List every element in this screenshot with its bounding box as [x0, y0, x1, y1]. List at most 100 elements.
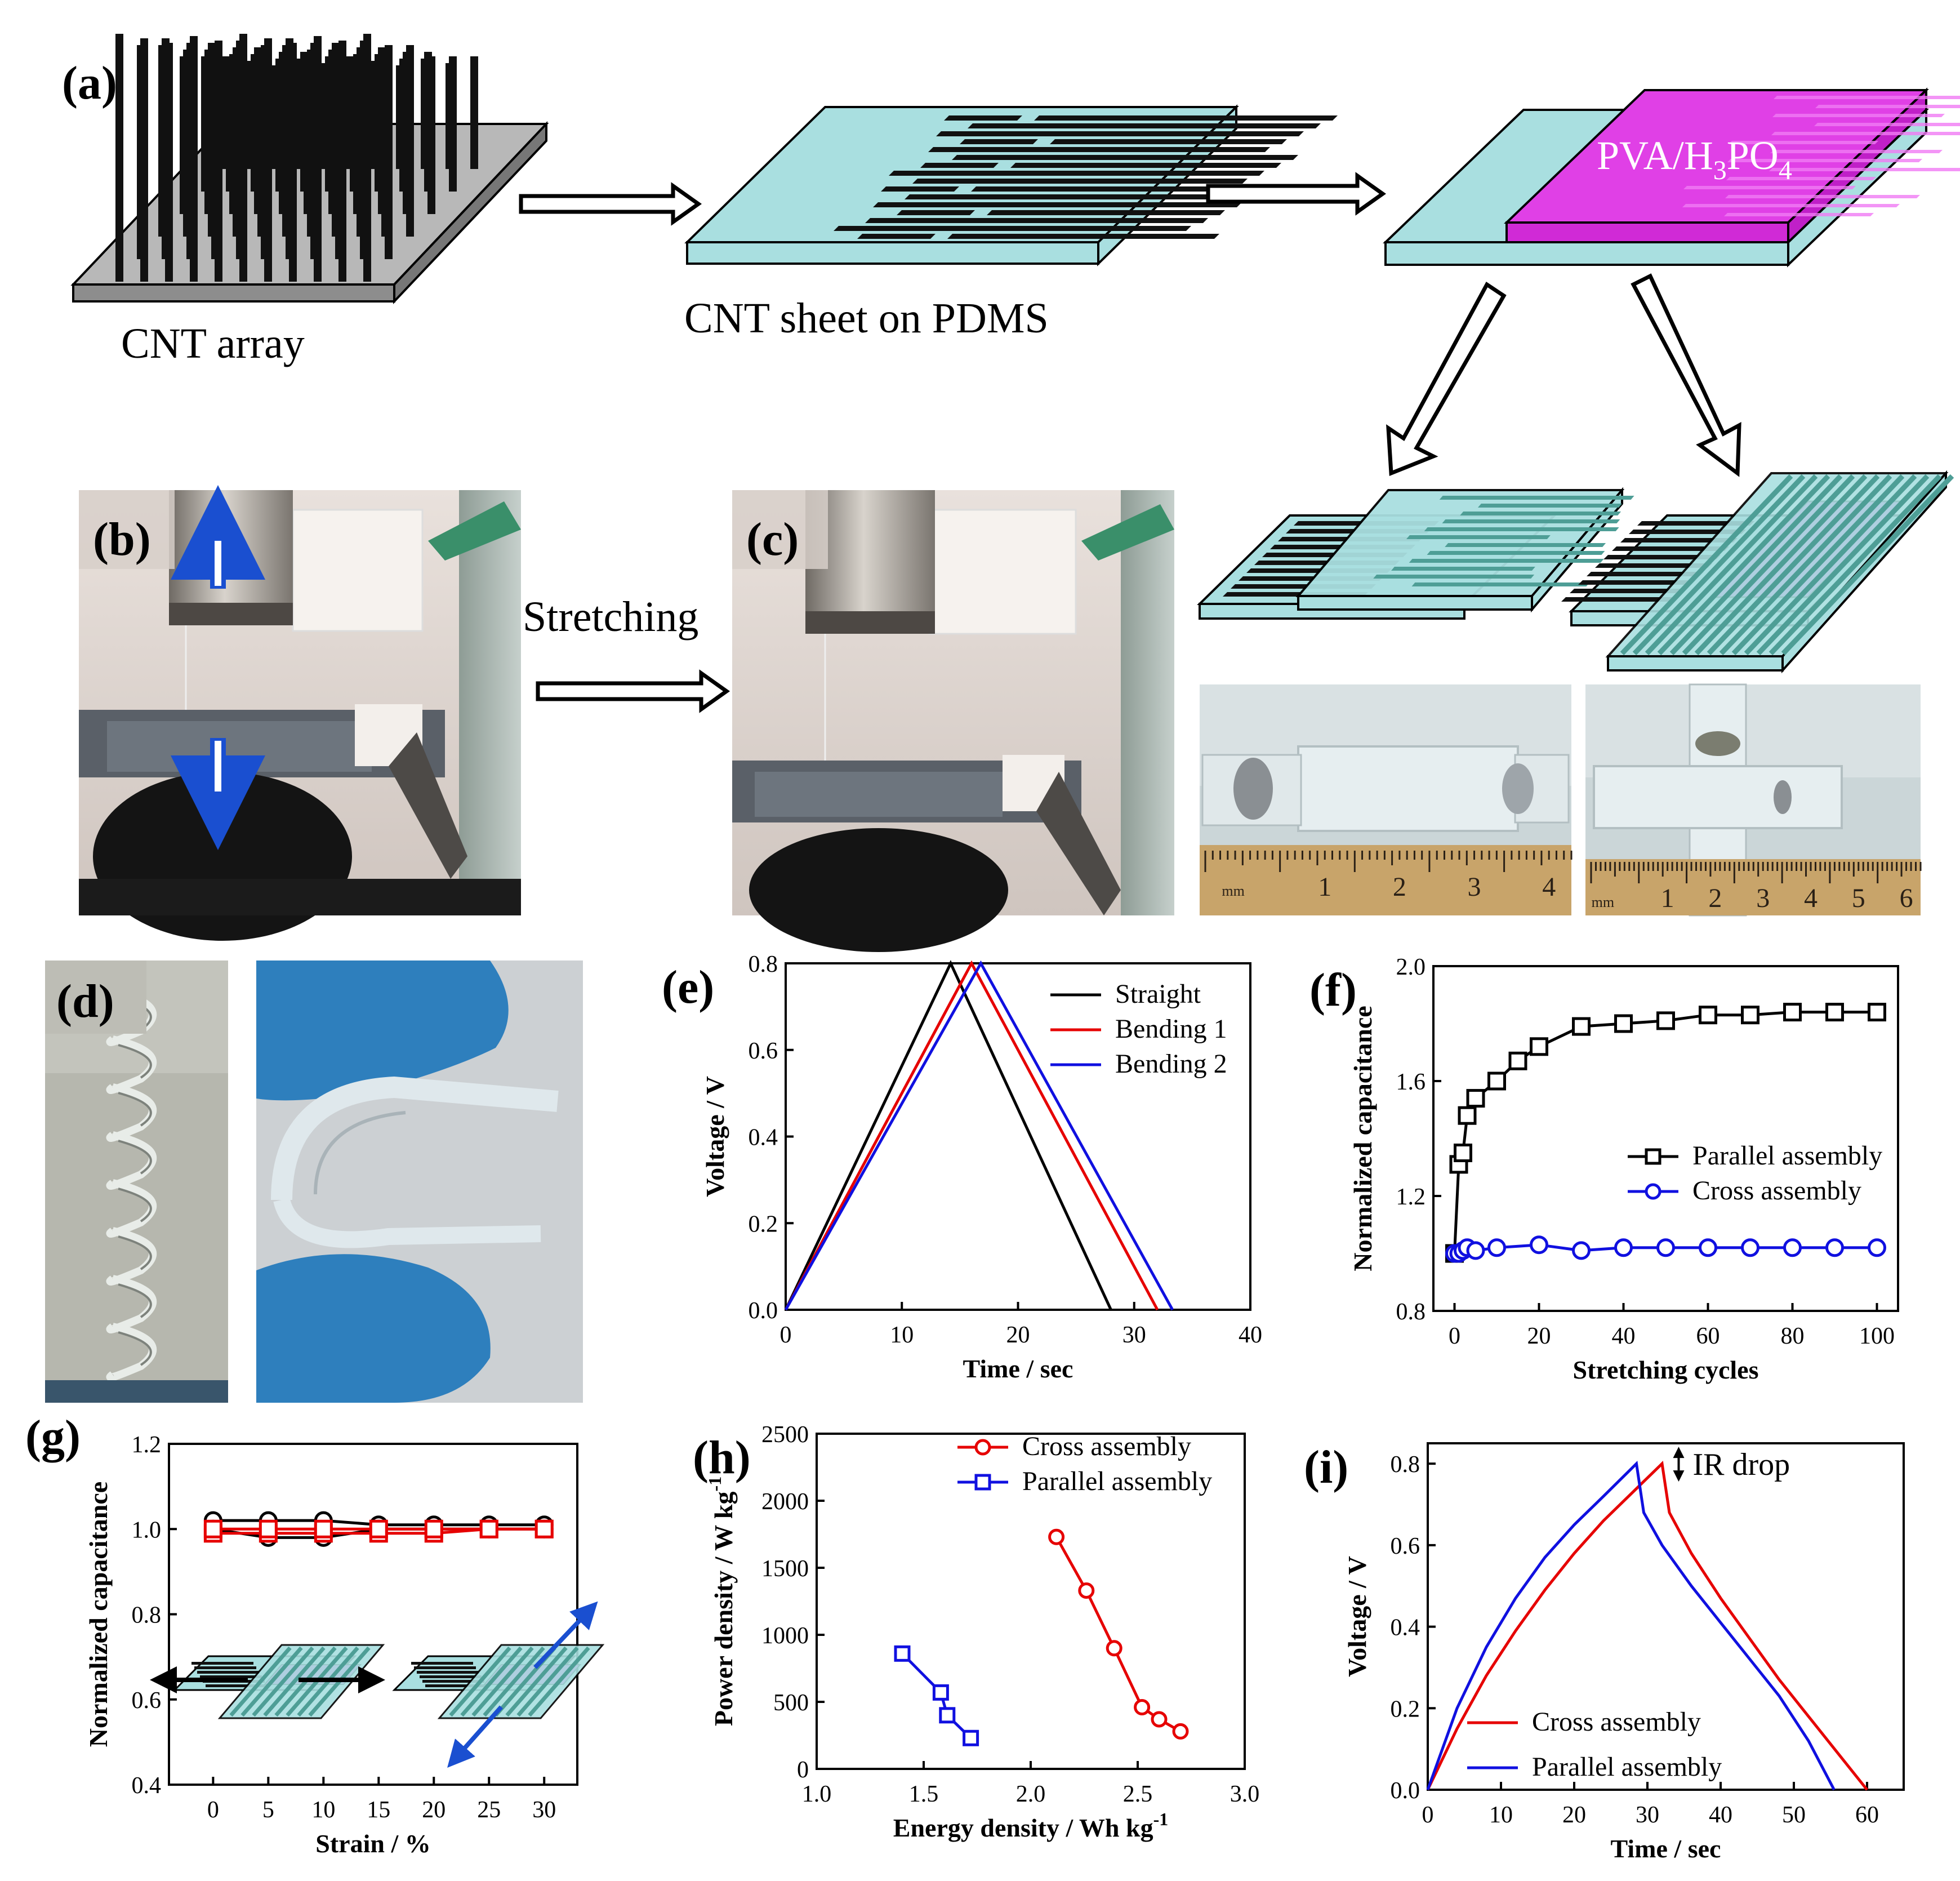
parallel-assembly-device	[1197, 487, 1634, 620]
y-tick-label: 1.2	[1396, 1184, 1426, 1210]
x-tick-label: 100	[1859, 1323, 1895, 1349]
chart-panel-label: (g)	[25, 1411, 81, 1463]
x-tick-label: 20	[1527, 1323, 1551, 1349]
panel-a-label: (a)	[62, 57, 117, 109]
x-tick-label: 1.0	[802, 1781, 832, 1807]
x-tick-label: 20	[1006, 1322, 1030, 1348]
y-axis-label: Voltage / V	[1343, 1556, 1371, 1677]
data-point	[314, 1519, 333, 1538]
process-arrow-2	[1206, 172, 1387, 216]
legend-label: Cross assembly	[1532, 1707, 1701, 1737]
y-tick-label: 0.2	[1391, 1696, 1420, 1722]
data-point	[1454, 1144, 1472, 1162]
data-point	[1048, 1528, 1065, 1545]
data-point	[1825, 1238, 1844, 1257]
data-point	[894, 1645, 911, 1662]
chart-panel-label: (i)	[1304, 1441, 1348, 1493]
series-line	[1055, 1536, 1182, 1733]
legend-label: Parallel assembly	[1022, 1466, 1212, 1496]
ruler-label: 4	[1542, 872, 1556, 902]
chart-g-inset-devices	[150, 1601, 605, 1768]
y-tick-label: 0.2	[749, 1211, 778, 1237]
data-point	[1530, 1037, 1548, 1056]
process-arrow-down-right	[1631, 273, 1741, 477]
y-tick-label: 0.8	[749, 951, 778, 977]
process-arrow-down-left	[1386, 281, 1507, 477]
data-point	[1656, 1011, 1675, 1030]
data-point	[1868, 1238, 1886, 1257]
panel-b-photo: (b)	[79, 485, 521, 941]
y-tick-label: 0.4	[1391, 1615, 1420, 1641]
x-tick-label: 10	[311, 1797, 335, 1823]
data-point	[259, 1519, 278, 1538]
ir-drop-arrow-down-icon	[1673, 1470, 1685, 1482]
x-axis-label: Time / sec	[1611, 1834, 1721, 1863]
y-axis-label: Power density / W kg-1	[705, 1477, 738, 1726]
data-point	[1699, 1006, 1717, 1025]
y-tick-label: 1000	[761, 1623, 809, 1649]
ir-drop-annotation: IR drop	[1693, 1447, 1790, 1482]
ruler-label: 2	[1393, 872, 1406, 902]
data-point	[1466, 1241, 1485, 1260]
strain-arrow-up-icon	[533, 1601, 598, 1669]
y-tick-label: 1500	[761, 1556, 809, 1582]
legend-label: Parallel assembly	[1692, 1141, 1882, 1171]
x-tick-label: 5	[262, 1797, 274, 1823]
x-tick-label: 1.5	[909, 1781, 939, 1807]
legend-label: Straight	[1115, 979, 1201, 1009]
panel-d-label: (d)	[56, 975, 114, 1028]
x-tick-label: 0	[1449, 1323, 1460, 1349]
ruler-label: 6	[1900, 883, 1913, 913]
series-line	[1426, 1461, 1868, 1791]
ruler-label: mm	[1592, 894, 1614, 910]
stretching-label: Stretching	[523, 593, 698, 641]
data-point	[1741, 1006, 1759, 1025]
process-arrow-1	[519, 182, 702, 226]
legend-label: Bending 2	[1115, 1049, 1227, 1079]
data-point	[1699, 1238, 1717, 1257]
data-point	[534, 1519, 554, 1538]
electrolyte-layer-front	[1505, 221, 1789, 243]
data-point	[203, 1519, 222, 1538]
ruler-label: 3	[1468, 872, 1481, 902]
legend-label: Cross assembly	[1692, 1176, 1861, 1206]
ruler-label: 1	[1318, 872, 1331, 902]
y-tick-label: 0.0	[749, 1298, 778, 1324]
data-point	[939, 1707, 956, 1724]
y-tick-label: 1.0	[132, 1517, 162, 1543]
panel-d-photo-bent	[256, 960, 583, 1403]
y-axis-label: Normalized capacitance	[84, 1482, 113, 1747]
y-tick-label: 0.6	[1391, 1533, 1420, 1559]
cnt-array-forest	[115, 34, 478, 282]
panel-d-photo-twisted: (d)	[45, 960, 228, 1403]
ir-drop-arrow-up-icon	[1673, 1447, 1685, 1458]
panel-b-label: (b)	[93, 513, 151, 566]
y-tick-label: 500	[773, 1690, 809, 1716]
data-point	[1458, 1106, 1477, 1125]
data-point	[1783, 1003, 1802, 1022]
x-tick-label: 15	[367, 1797, 390, 1823]
x-tick-label: 0	[207, 1797, 219, 1823]
data-point	[1783, 1238, 1802, 1257]
legend-label: Cross assembly	[1022, 1431, 1191, 1461]
caption-cnt-array: CNT array	[121, 320, 305, 367]
cnt-array-substrate-front	[72, 283, 395, 303]
x-axis-label: Energy density / Wh kg-1	[893, 1809, 1168, 1842]
data-point	[424, 1519, 443, 1538]
ruler-label: 3	[1756, 883, 1770, 913]
legend-label: Bending 1	[1115, 1014, 1227, 1044]
x-tick-label: 20	[1562, 1802, 1586, 1828]
chart-panel-label: (e)	[662, 961, 714, 1013]
data-point	[1868, 1003, 1886, 1022]
y-tick-label: 2000	[761, 1489, 809, 1515]
cnt-sheet-stripes	[834, 115, 1338, 239]
series-line	[784, 960, 1159, 1311]
y-tick-label: 0.6	[749, 1038, 778, 1064]
y-tick-label: 0.4	[132, 1773, 162, 1799]
